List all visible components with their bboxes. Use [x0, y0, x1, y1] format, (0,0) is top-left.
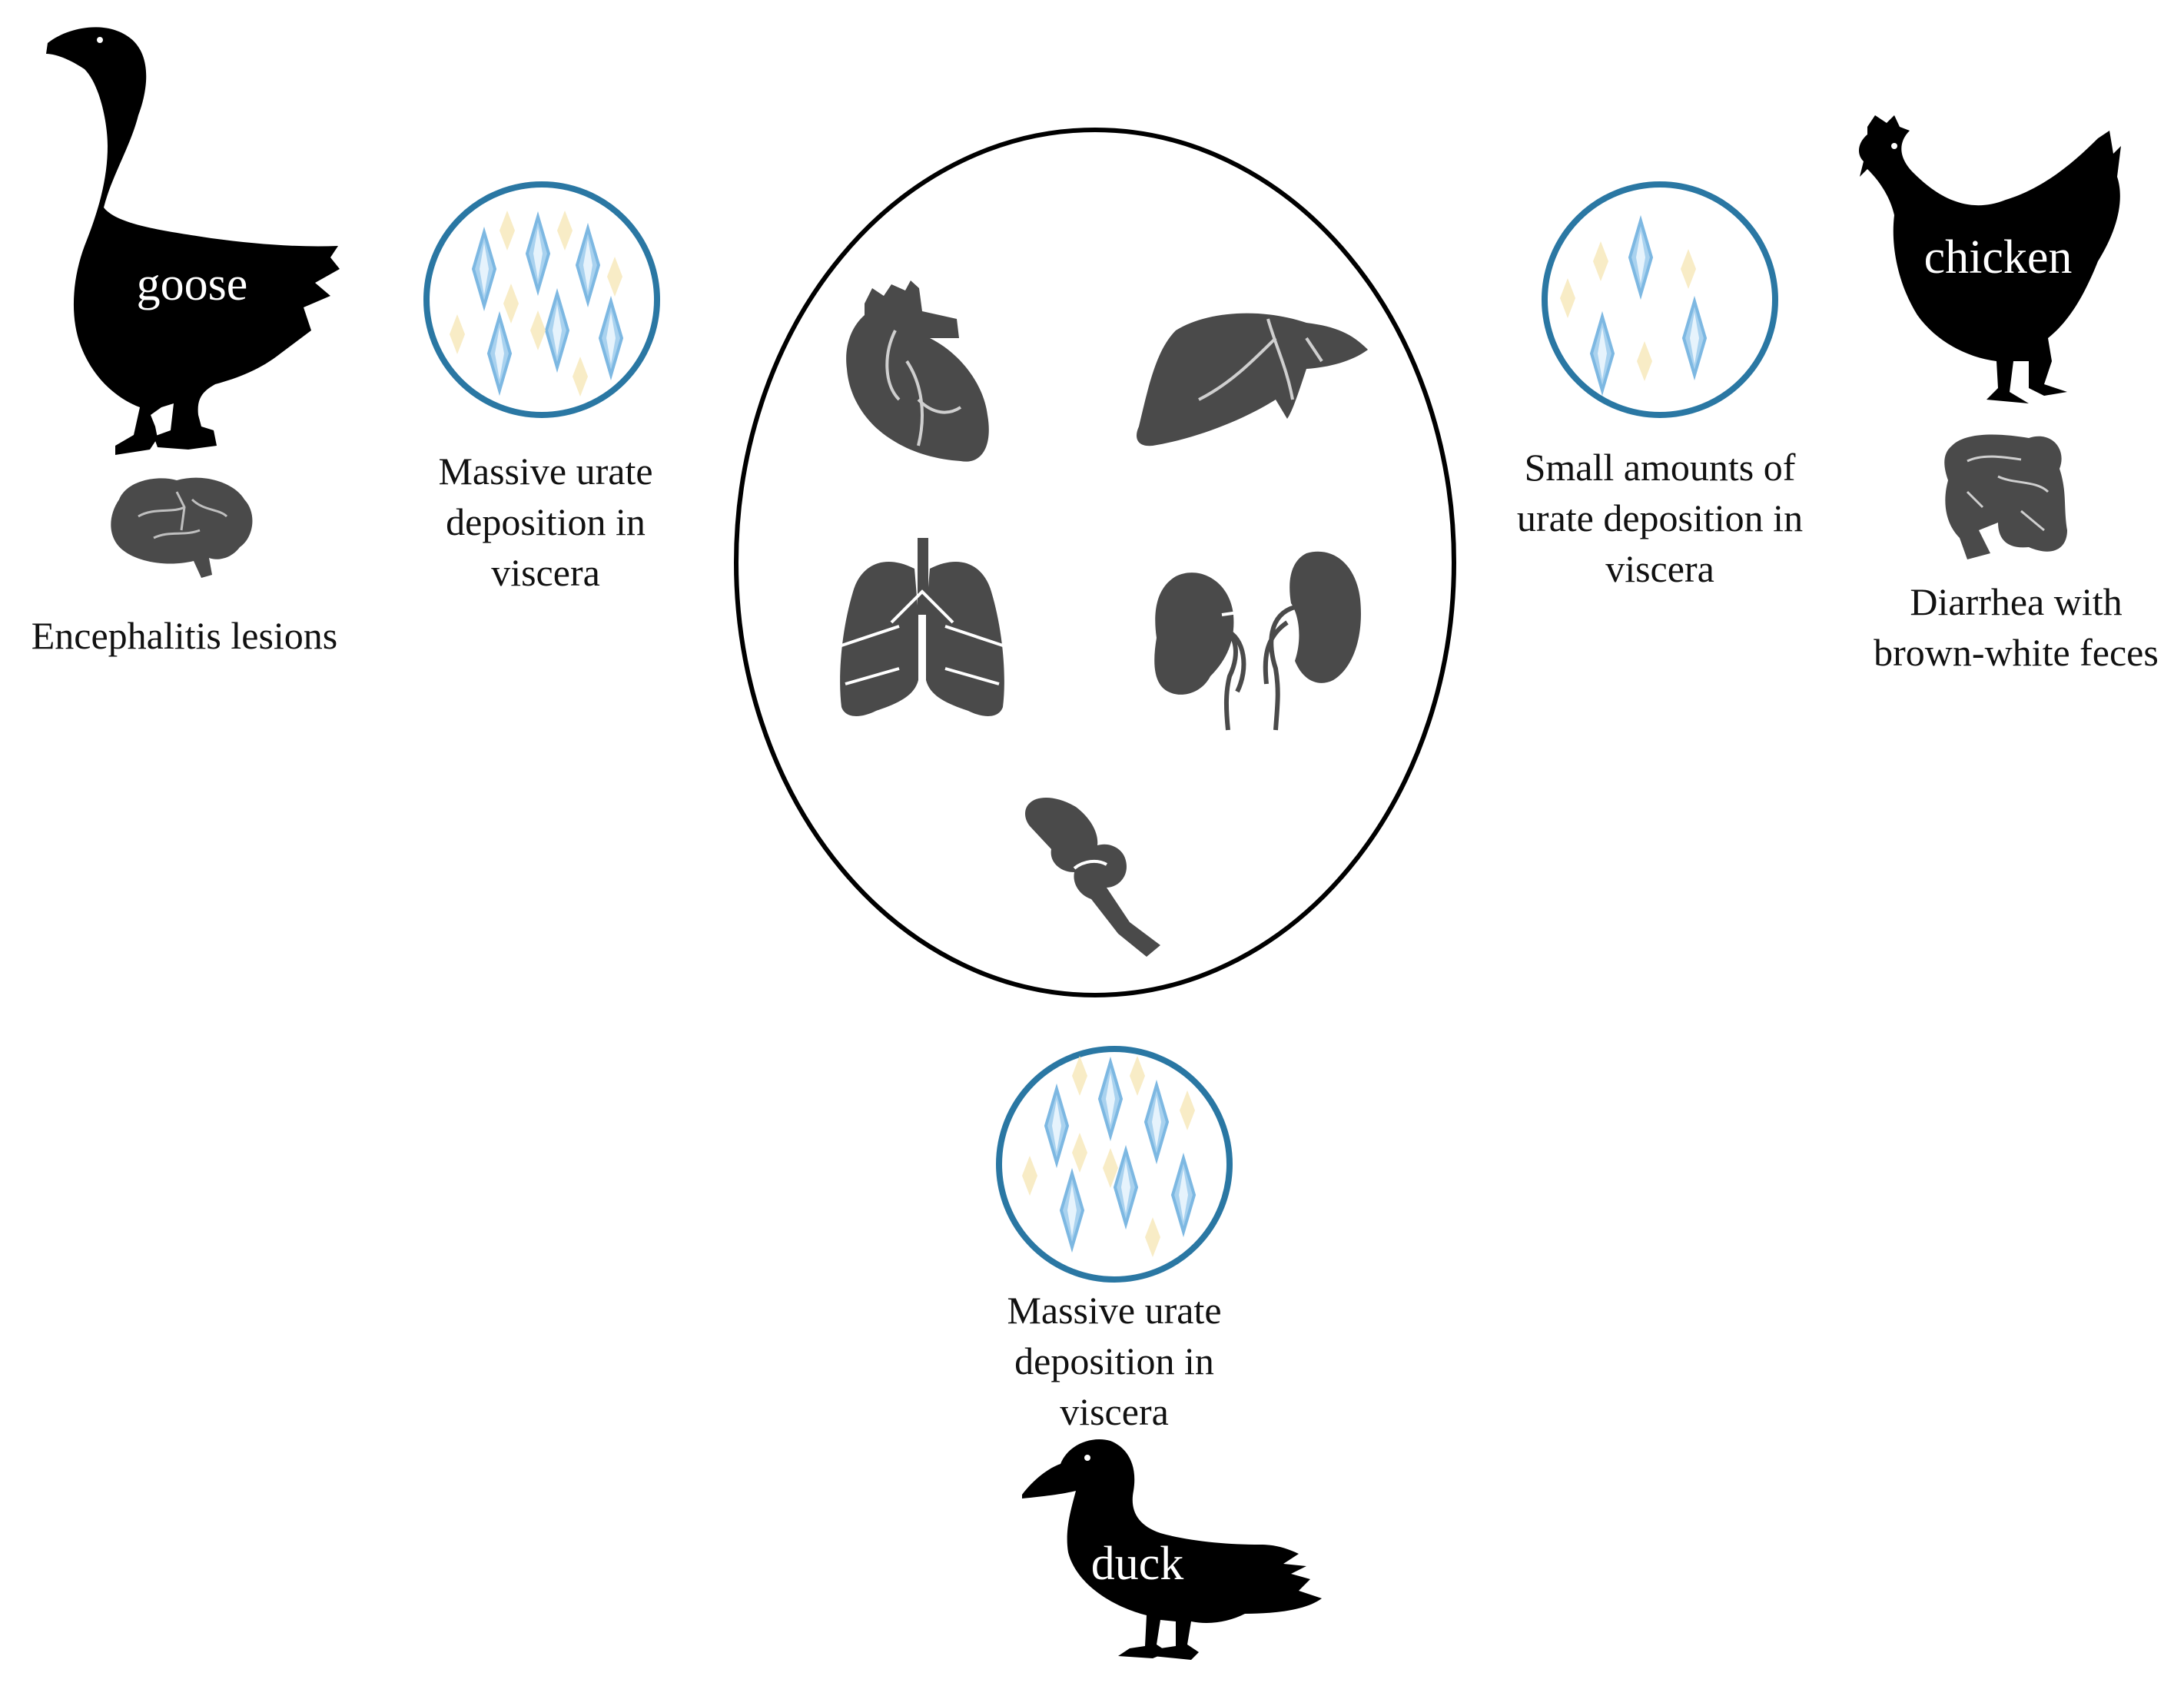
goose-silhouette: [46, 27, 340, 455]
goose-lesion-text: Encephalitis lesions: [0, 610, 369, 661]
goose-deposition-line-3: viscera: [491, 551, 600, 594]
goose-label: goose: [136, 258, 248, 310]
goose-lesion-line: Encephalitis lesions: [31, 614, 338, 657]
duck-deposition-line-1: Massive urate: [1007, 1289, 1222, 1332]
brain-icon: [111, 477, 253, 578]
duck-deposition-line-2: deposition in: [1014, 1339, 1214, 1382]
duck-eye: [1084, 1455, 1090, 1461]
chicken-lesion-line-2: brown-white feces: [1874, 631, 2159, 674]
chicken-lesion-line-1: Diarrhea with: [1910, 580, 2123, 623]
chicken-eye: [1891, 143, 1897, 149]
chicken-lesion-text: Diarrhea with brown-white feces: [1848, 576, 2184, 678]
duck-deposition-circle: [996, 1046, 1233, 1283]
goose-deposition-line-2: deposition in: [446, 500, 646, 543]
chicken-deposition-line-3: viscera: [1605, 547, 1714, 590]
duck-silhouette: [1022, 1439, 1322, 1660]
goose-deposition-line-1: Massive urate: [438, 450, 653, 493]
duck-label: duck: [1090, 1538, 1184, 1590]
liver-icon: [1137, 313, 1368, 446]
chicken-silhouette: [1858, 115, 2121, 403]
heart-icon: [846, 280, 989, 462]
chicken-label: chicken: [1923, 231, 2073, 284]
duck-deposition-text: Massive urate deposition in viscera: [968, 1285, 1260, 1437]
chicken-deposition-text: Small amounts of urate deposition in vis…: [1487, 442, 1833, 594]
chicken-deposition-circle: [1542, 181, 1778, 418]
joint-icon: [1025, 798, 1160, 957]
goose-deposition-text: Massive urate deposition in viscera: [400, 446, 692, 598]
duck-deposition-line-3: viscera: [1060, 1390, 1169, 1433]
chicken-deposition-line-1: Small amounts of: [1524, 446, 1796, 489]
chicken-deposition-line-2: urate deposition in: [1516, 496, 1804, 539]
kidneys-icon: [1154, 551, 1361, 731]
goose-eye: [97, 37, 103, 43]
lungs-icon: [840, 538, 1004, 716]
intestine-icon: [1944, 434, 2067, 559]
goose-deposition-circle: [423, 181, 660, 418]
